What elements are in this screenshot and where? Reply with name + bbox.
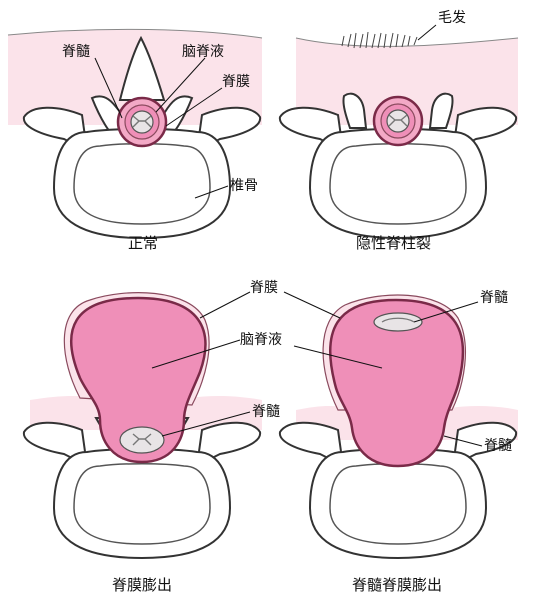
captions: 正常 隐性脊柱裂 脊膜膨出 脊髓脊膜膨出 — [112, 234, 442, 594]
panel-occulta — [278, 31, 519, 239]
label-csf: 脑脊液 — [182, 44, 224, 60]
label-spinal-cord-left: 脊髓 — [252, 404, 280, 420]
caption-meningocele: 脊膜膨出 — [112, 576, 172, 594]
label-csf-bottom: 脑脊液 — [240, 332, 282, 348]
labels: 脊髓 脑脊液 脊膜 椎骨 毛发 脊膜 脑脊液 脊髓 脊髓 脊髓 — [62, 10, 512, 454]
label-spinal-cord: 脊髓 — [62, 44, 90, 60]
caption-occulta: 隐性脊柱裂 — [356, 234, 431, 252]
label-spinal-cord-right: 脊髓 — [480, 290, 508, 306]
caption-normal: 正常 — [128, 234, 158, 252]
label-hair: 毛发 — [438, 10, 466, 26]
panel-normal — [7, 28, 263, 239]
label-vertebra: 椎骨 — [230, 178, 258, 194]
panel-myelomeningocele — [278, 294, 518, 559]
panel-meningocele — [22, 292, 262, 559]
label-meninges: 脊膜 — [222, 74, 250, 90]
leader-lines — [94, 24, 483, 447]
label-spinal-cord-lower-right: 脊髓 — [484, 438, 512, 454]
caption-myelomeningocele: 脊髓脊膜膨出 — [352, 576, 442, 594]
label-meninges-bottom: 脊膜 — [250, 280, 278, 296]
